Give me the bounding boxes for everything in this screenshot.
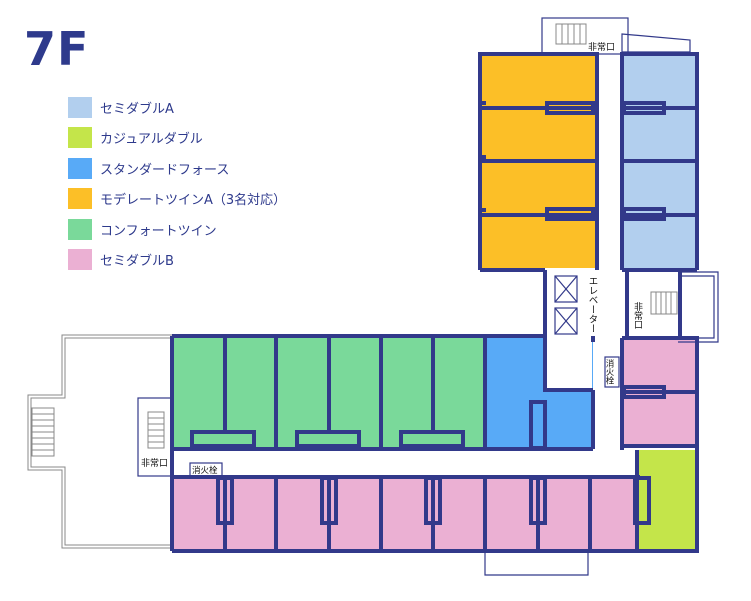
hydrant-center-label: 消火栓 xyxy=(192,465,218,476)
hydrant-right-label: 消火栓 xyxy=(604,358,614,385)
floor-title: 7F xyxy=(24,22,90,76)
right-stairwell xyxy=(650,271,719,343)
legend-item-casual-double: カジュアルダブル xyxy=(68,123,286,154)
legend-item-standard-force: スタンダードフォース xyxy=(68,153,286,184)
left-annex xyxy=(27,334,172,549)
legend-swatch xyxy=(68,96,92,118)
legend-item-moderate-twin: モデレートツインA（3名対応） xyxy=(68,184,286,215)
emergency-exit-right-label: 非常口 xyxy=(632,301,643,329)
legend-item-semi-double-a: セミダブルA xyxy=(68,92,286,123)
legend-swatch xyxy=(68,249,92,271)
legend-label: カジュアルダブル xyxy=(100,132,203,148)
casual-double-room xyxy=(637,450,697,550)
legend-swatch xyxy=(68,127,92,149)
elevator-label: エレベーター xyxy=(587,276,599,333)
legend-label: モデレートツインA（3名対応） xyxy=(100,193,287,209)
legend-label: セミダブルA xyxy=(100,101,174,117)
legend-swatch xyxy=(68,218,92,240)
semi-double-b-rooms-bottom xyxy=(174,478,639,550)
legend-item-semi-double-b: セミダブルB xyxy=(68,245,286,276)
legend-label: コンフォートツイン xyxy=(100,223,217,239)
walls xyxy=(170,52,699,553)
legend-swatch xyxy=(68,157,92,179)
elevator-shafts xyxy=(554,275,578,335)
bottom-entrance xyxy=(484,552,589,576)
legend-label: セミダブルB xyxy=(100,254,174,270)
room-type-legend: セミダブルA カジュアルダブル スタンダードフォース モデレートツインA（3名対… xyxy=(68,92,286,275)
top-stairwell xyxy=(541,17,691,55)
emergency-exit-top-label: 非常口 xyxy=(588,41,615,53)
legend-label: スタンダードフォース xyxy=(100,162,230,178)
legend-item-comfort-twin: コンフォートツイン xyxy=(68,214,286,245)
emergency-exit-left-label: 非常口 xyxy=(141,457,168,469)
legend-swatch xyxy=(68,188,92,210)
